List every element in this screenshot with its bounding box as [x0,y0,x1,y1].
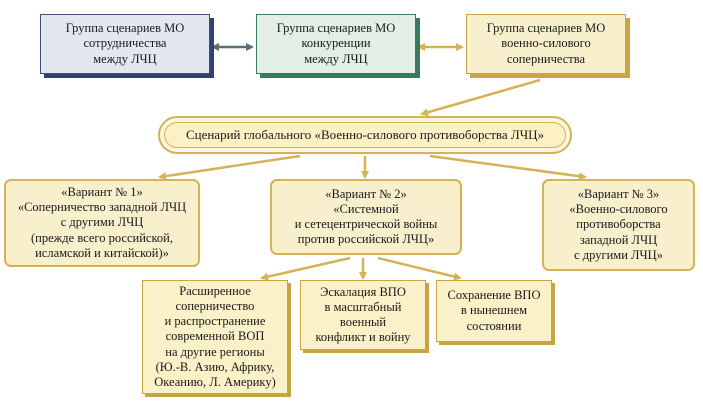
arrow-global-v3 [429,154,587,181]
arrow-v2-s3 [377,256,462,281]
global-scenario: Сценарий глобального «Военно-силового пр… [158,116,572,154]
group-cooperation: Группа сценариев МО сотрудничества между… [40,14,210,74]
variant-2: «Вариант № 2» «Системной и сетецентричес… [270,179,462,255]
outcome-expanded-rivalry: Расширенное соперничество и распростране… [142,280,288,394]
arrow-top3-global [420,78,541,117]
global-scenario-label: Сценарий глобального «Военно-силового пр… [164,122,566,148]
arrow-global-v1 [158,154,301,181]
variant-3: «Вариант № 3» «Военно-силового противобо… [542,179,695,271]
arrow-v2-s1 [260,256,351,281]
outcome-escalation: Эскалация ВПО в масштабный военный конфл… [300,280,426,350]
variant-1: «Вариант № 1» «Соперничество западной ЛЧ… [4,179,200,267]
group-military-rivalry: Группа сценариев МО военно-силового сопе… [466,14,626,74]
group-competition: Группа сценариев МО конкуренции между ЛЧ… [256,14,416,74]
outcome-status-quo: Сохранение ВПО в нынешнем состоянии [436,280,552,342]
